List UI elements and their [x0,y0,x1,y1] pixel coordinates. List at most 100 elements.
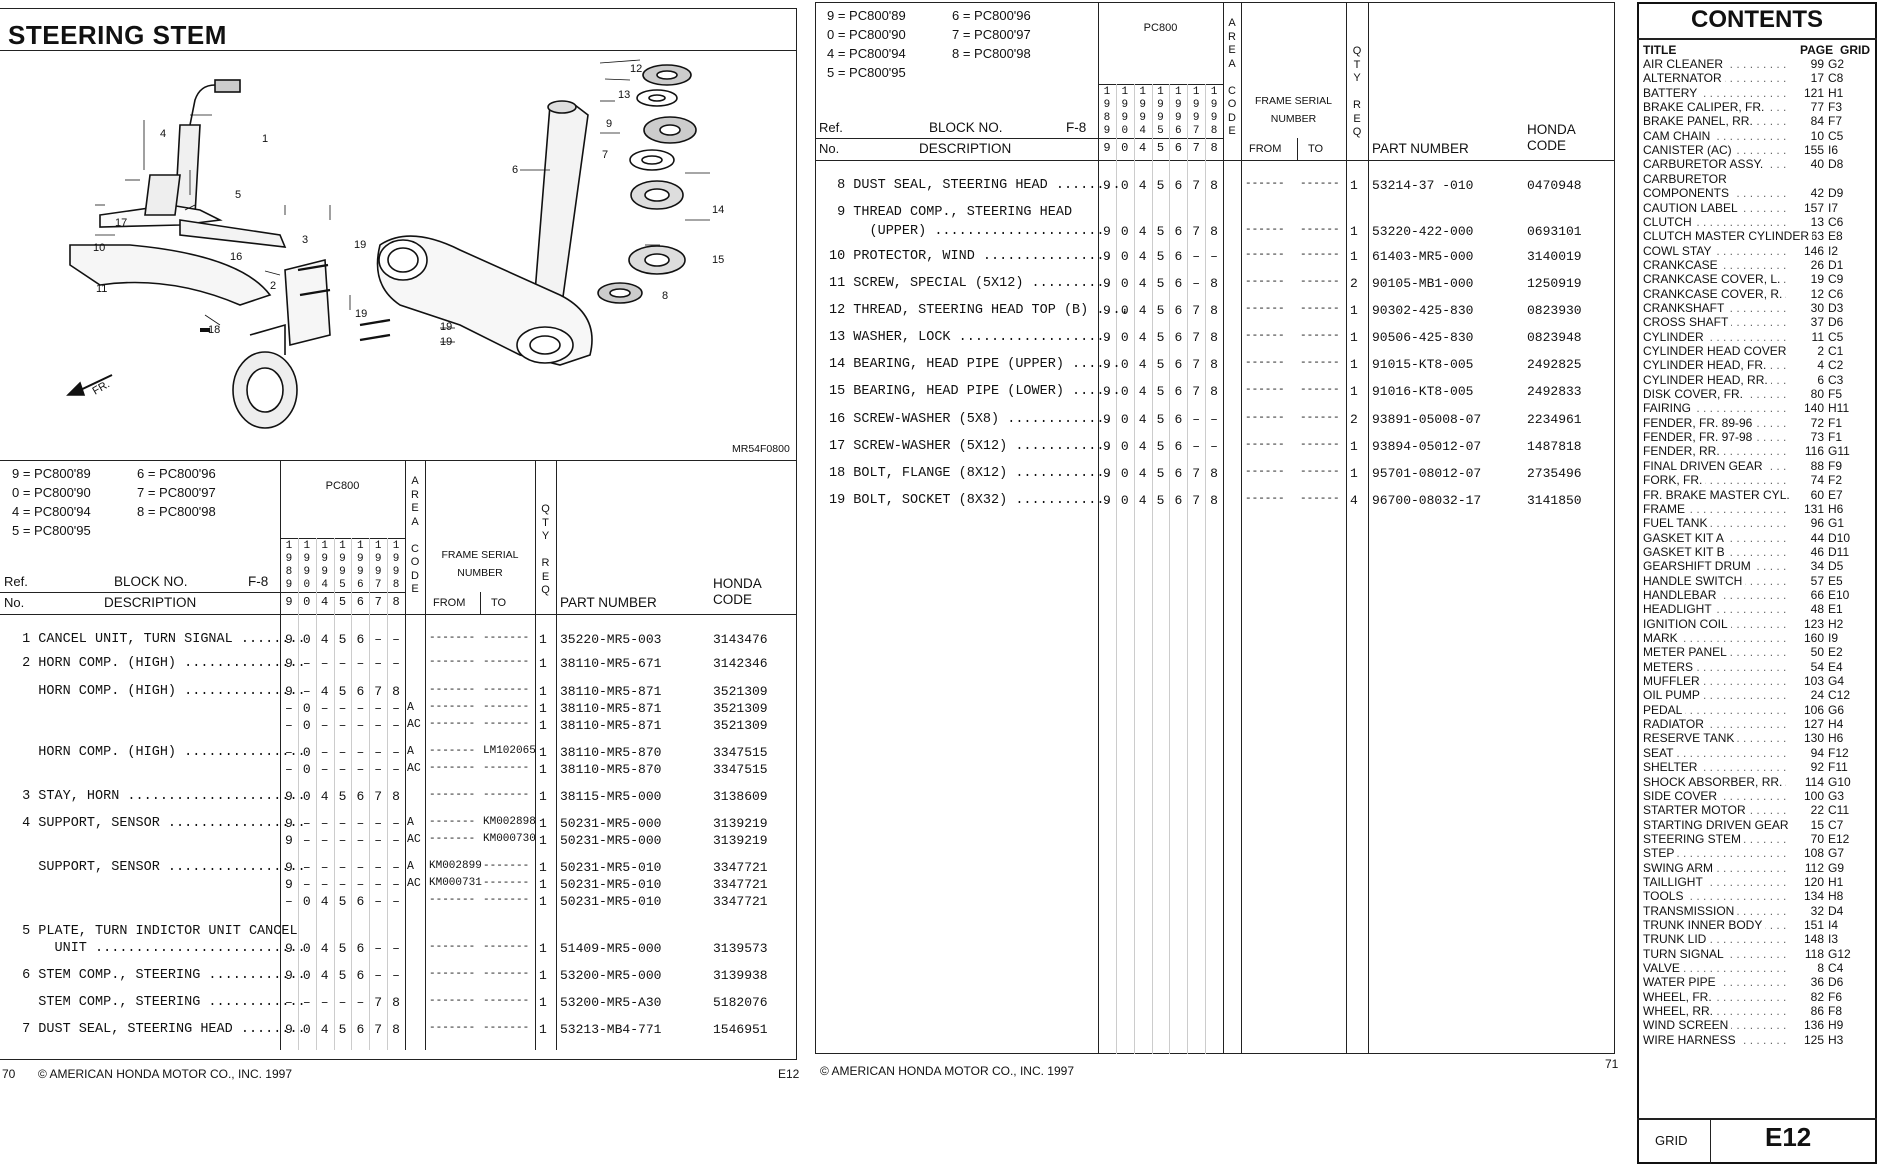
contents-entry[interactable]: TAILLIGHT [1643,874,1706,889]
contents-entry[interactable]: STARTER MOTOR [1643,803,1749,818]
honda-code: 3521309 [713,701,768,716]
contents-entry[interactable]: CAUTION LABEL [1643,200,1741,215]
contents-entry[interactable]: SHOCK ABSORBER, RR. [1643,774,1786,789]
contents-entry[interactable]: MARK [1643,631,1681,645]
contents-entry[interactable]: FENDER, RR. [1643,444,1723,459]
contents-entry[interactable]: ALTERNATOR [1643,71,1725,86]
part-number: 50231-MR5-010 [560,894,662,909]
contents-entry[interactable]: CANISTER (AC) [1643,143,1735,158]
contents-entry[interactable]: PEDAL [1643,702,1686,717]
contents-col-page: PAGE [1800,43,1834,57]
contents-entry[interactable]: IGNITION COIL [1643,616,1731,631]
model-legend-entry: 7 = PC800'97 [952,27,1031,42]
qty: 1 [1350,303,1358,318]
contents-entry[interactable]: FRAME [1643,501,1688,516]
contents-entry[interactable]: CRANKCASE COVER, L. [1643,272,1784,287]
contents-entry[interactable]: SIDE COVER [1643,788,1721,803]
contents-entry[interactable]: STARTING DRIVEN GEAR [1643,817,1792,832]
contents-entry[interactable]: VALVE [1643,961,1683,976]
contents-entry[interactable]: BATTERY [1643,85,1701,100]
contents-entry[interactable]: GEARSHIFT DRUM [1643,559,1754,574]
contents-entry[interactable]: CLUTCH [1643,214,1695,229]
contents-entry[interactable]: FAIRING [1643,401,1695,416]
contents-entry[interactable]: CAM CHAIN [1643,128,1714,143]
model-legend-entry: 0 = PC800'90 [12,485,91,500]
contents-entry[interactable]: CARBURETOR [1643,171,1730,186]
callout-2: 2 [270,280,276,292]
contents-entry[interactable]: CYLINDER HEAD, RR. [1643,372,1771,387]
contents-entry[interactable]: CYLINDER HEAD, FR. [1643,358,1770,373]
contents-entry[interactable]: BRAKE CALIPER, FR. [1643,100,1768,115]
contents-entry[interactable]: HEADLIGHT [1643,602,1715,617]
contents-entry[interactable]: TRANSMISSION [1643,903,1738,918]
callout-14: 14 [712,204,724,216]
left-footer-copyright: © AMERICAN HONDA MOTOR CO., INC. 1997 [38,1067,293,1081]
contents-entry[interactable]: CARBURETOR ASSY. [1643,157,1767,172]
contents-entry[interactable]: FUEL TANK [1643,516,1711,531]
contents-entry[interactable]: CLUTCH MASTER CYLINDER [1643,229,1813,244]
contents-entry[interactable]: GASKET KIT B [1643,544,1728,559]
callout-15: 15 [712,254,724,266]
qty: 1 [539,762,547,777]
contents-entry[interactable]: METERS [1643,659,1697,674]
part-description: 10 PROTECTOR, WIND ................ [829,249,1113,264]
contents-entry[interactable]: SWING ARM [1643,860,1717,875]
contents-entry[interactable]: COWL STAY [1643,243,1715,258]
contents-entry[interactable]: FINAL DRIVEN GEAR [1643,458,1766,473]
contents-entry[interactable]: HANDLEBAR [1643,587,1720,602]
qty: 1 [539,860,547,875]
part-number: 53200-MR5-A30 [560,995,662,1010]
callout-9: 9 [606,118,612,130]
contents-entry[interactable]: METER PANEL [1643,645,1730,660]
contents-entry[interactable]: STEP [1643,846,1678,861]
contents-entry[interactable]: FENDER, FR. 97-98 [1643,430,1756,445]
contents-entry[interactable]: COMPONENTS [1643,186,1733,201]
qty: 1 [1350,439,1358,454]
contents-entry[interactable]: FR. BRAKE MASTER CYL. [1643,487,1793,502]
contents-entry[interactable]: CRANKCASE COVER, R. [1643,286,1786,301]
part-description: STEM COMP., STEERING ............ [14,995,306,1010]
honda-code: 3521309 [713,718,768,733]
contents-entry[interactable]: DISK COVER, FR. [1643,387,1747,402]
contents-entry[interactable]: SEAT [1643,745,1677,760]
contents-entry[interactable]: CRANKCASE [1643,257,1721,272]
contents-entry[interactable]: WIND SCREEN [1643,1018,1732,1033]
contents-entry[interactable]: RADIATOR [1643,717,1707,732]
contents-entry[interactable]: STEERING STEM [1643,831,1745,846]
part-description: 1 CANCEL UNIT, TURN SIGNAL ........ [14,632,306,647]
contents-entry[interactable]: AIR CLEANER [1643,57,1727,71]
model-legend-entry: 9 = PC800'89 [827,8,906,23]
honda-code: 1487818 [1527,439,1582,454]
contents-entry[interactable]: SHELTER [1643,760,1701,775]
qty: 1 [1350,224,1358,239]
part-description: 18 BOLT, FLANGE (8X12) ............ [829,466,1113,481]
contents-entry[interactable]: CYLINDER HEAD COVER [1643,344,1790,358]
contents-entry[interactable]: CRANKSHAFT [1643,300,1728,315]
contents-entry[interactable]: WATER PIPE [1643,975,1719,990]
contents-entry[interactable]: GASKET KIT A [1643,530,1727,545]
part-description: 15 BEARING, HEAD PIPE (LOWER) ...... [829,384,1121,399]
contents-entry[interactable]: HANDLE SWITCH [1643,573,1746,588]
contents-entry[interactable]: MUFFLER [1643,674,1703,689]
contents-entry[interactable]: CYLINDER [1643,329,1707,344]
contents-entry[interactable]: FORK, FR. [1643,473,1706,488]
part-number: 51409-MR5-000 [560,941,662,956]
callout-6: 6 [512,164,518,176]
contents-entry[interactable]: WHEEL, RR. [1643,1004,1717,1019]
contents-entry[interactable]: OIL PUMP [1643,688,1703,703]
qty: 1 [539,894,547,909]
contents-entry[interactable]: BRAKE PANEL, RR. [1643,114,1756,129]
contents-entry[interactable]: FENDER, FR. 89-96 [1643,415,1756,430]
honda-code: 3347515 [713,762,768,777]
contents-entry[interactable]: TOOLS [1643,889,1687,904]
contents-entry[interactable]: CROSS SHAFT [1643,315,1732,330]
contents-entry[interactable]: WHEEL, FR. [1643,989,1715,1004]
contents-entry[interactable]: TRUNK INNER BODY [1643,918,1766,932]
contents-entry[interactable]: RESERVE TANK [1643,731,1738,746]
qty: 1 [539,684,547,699]
contents-entry[interactable]: TRUNK LID [1643,932,1710,947]
honda-code: 0823930 [1527,303,1582,318]
contents-entry[interactable]: WIRE HARNESS [1643,1032,1739,1047]
contents-entry[interactable]: TURN SIGNAL [1643,946,1727,961]
callout-8: 8 [662,290,668,302]
